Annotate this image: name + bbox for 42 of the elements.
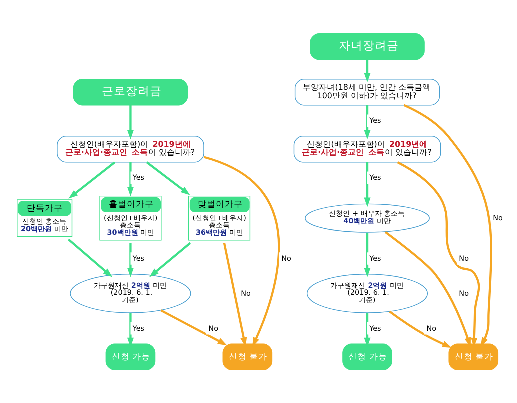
edge-label: No — [208, 323, 218, 332]
edge-label: Yes — [132, 323, 145, 332]
node-ellipse: 가구원재산 2억원 미만 (2019. 6. 1. 기준) — [70, 274, 192, 313]
node-box: 자녀장려금 — [310, 33, 425, 60]
edge-label: Yes — [132, 172, 145, 182]
edge-label: No — [426, 323, 437, 332]
node-box: 신청 불가 — [222, 343, 273, 370]
edge-label: No — [241, 288, 251, 298]
arrow — [127, 104, 134, 140]
arrow — [146, 161, 190, 195]
edge-label: Yes — [370, 116, 382, 125]
node-box: 신청 가능 — [106, 343, 156, 370]
arrow — [127, 162, 134, 196]
edge-label: Yes — [370, 172, 382, 182]
node-box: 신청 불가 — [448, 343, 499, 370]
arrow — [364, 104, 371, 140]
edge-label: Yes — [132, 253, 145, 262]
node-box: 신청 가능 — [342, 343, 392, 370]
arrow — [364, 60, 371, 82]
node-box: 근로장려금 — [73, 78, 188, 106]
arrow — [127, 312, 134, 347]
edge-label: No — [282, 253, 292, 262]
arrow — [127, 242, 134, 277]
edge-label: Yes — [370, 323, 382, 332]
arrow — [160, 309, 228, 346]
arrow — [223, 242, 248, 347]
arrow — [364, 232, 371, 277]
edge-label: No — [493, 213, 503, 222]
arrow — [364, 312, 371, 347]
arrow — [404, 104, 492, 346]
arrow — [364, 162, 371, 207]
arrow — [149, 242, 192, 277]
edge-label: No — [459, 288, 469, 298]
arrow — [68, 161, 116, 198]
arrow — [68, 238, 113, 277]
edge-label: Yes — [370, 253, 382, 262]
arrow — [389, 310, 452, 348]
node-ellipse: 신청인 + 배우자 총소득 40백만원 미만 — [305, 203, 430, 232]
node-ellipse: 가구원재산 2억원 미만 (2019. 6. 1. 기준) — [306, 274, 428, 313]
arrow — [204, 156, 280, 347]
arrow — [397, 161, 480, 347]
edge-label: No — [459, 253, 469, 262]
